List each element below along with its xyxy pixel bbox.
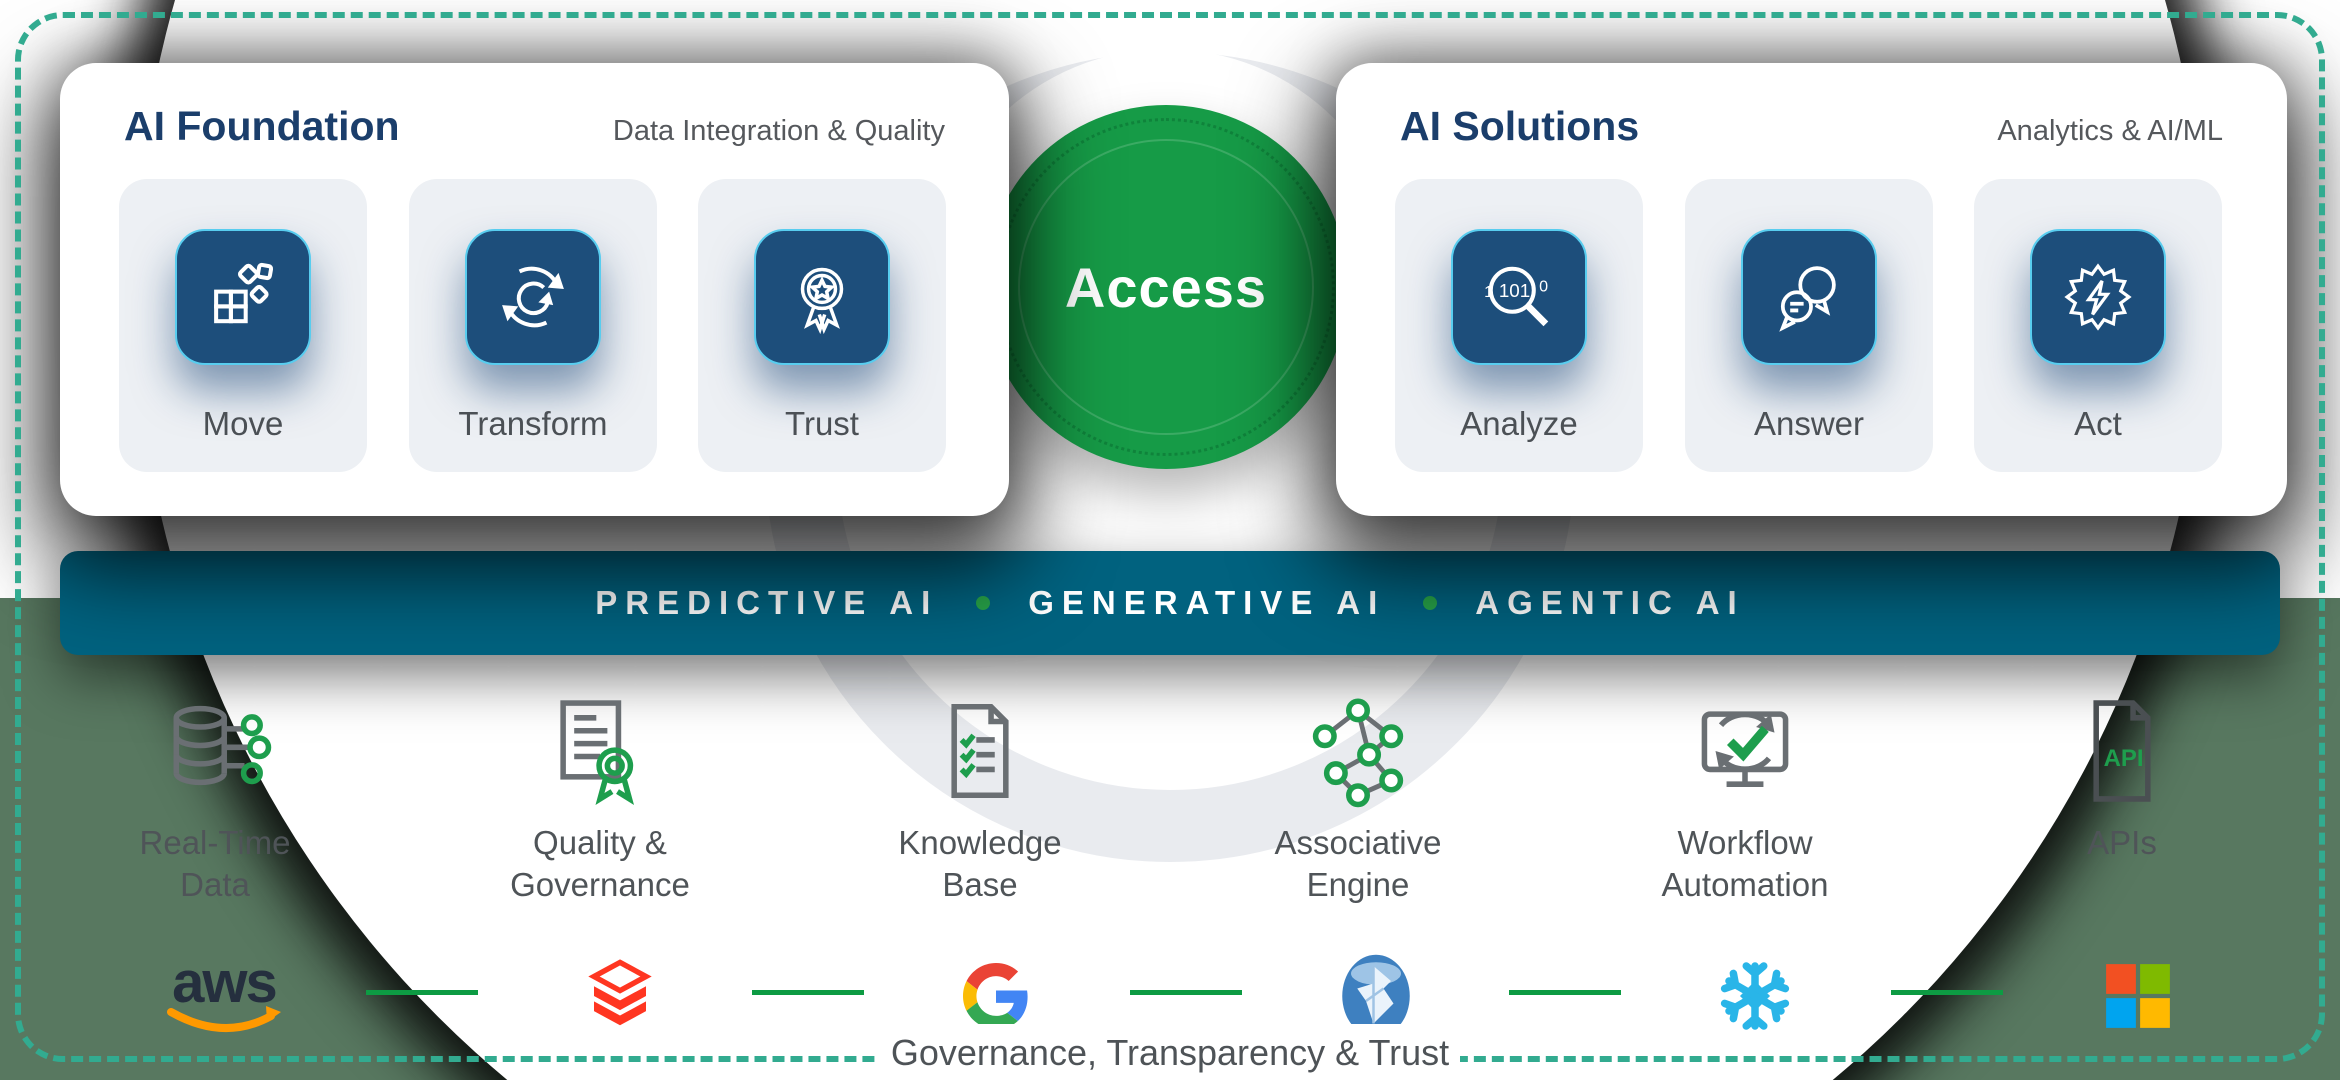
tile-label: Transform	[458, 405, 608, 442]
digit-right: 0	[1539, 278, 1548, 296]
tile-transform: Transform	[409, 179, 657, 472]
capability-quality-governance: Quality & Governance	[430, 692, 770, 905]
capability-label: Real-Time Data	[45, 822, 385, 905]
connector-line	[1509, 990, 1621, 995]
label-line1: Associative	[1274, 824, 1442, 861]
aws-logo: aws	[124, 948, 324, 1044]
microsoft-logo	[2038, 948, 2238, 1044]
connector-line	[1891, 990, 2003, 995]
label-line2: Governance	[510, 865, 690, 903]
digits-101: 101	[1499, 280, 1530, 301]
band-item-predictive: PREDICTIVE AI	[595, 584, 939, 621]
label-line2: Engine	[1306, 865, 1410, 903]
quality-certificate-icon	[560, 700, 635, 805]
associative-graph-icon	[1312, 698, 1404, 808]
capability-label: Associative Engine	[1188, 822, 1528, 905]
card-subtitle: Data Integration & Quality	[612, 115, 945, 147]
capability-label: Quality & Governance	[430, 822, 770, 905]
band-item-generative: GENERATIVE AI	[1028, 584, 1386, 621]
analyze-magnifier-icon: 1 101 0	[1451, 229, 1587, 365]
label-line1: Workflow	[1677, 824, 1813, 861]
databricks-logo	[520, 948, 720, 1044]
card-title: AI Solutions	[1400, 103, 1640, 149]
band-item-agentic: AGENTIC AI	[1475, 584, 1745, 621]
google-logo	[896, 948, 1096, 1044]
card-header: AI Solutions Analytics & AI/ML	[1336, 63, 2287, 150]
label-line2: Data	[180, 865, 250, 903]
footer-text-backing	[880, 1024, 1460, 1080]
aws-text: aws	[172, 950, 276, 1015]
knowledge-checklist-icon	[951, 703, 1009, 799]
footer-label: Governance, Transparency & Trust	[890, 1032, 1450, 1073]
tile-answer: Answer	[1685, 179, 1933, 472]
capability-label: APIs	[1952, 822, 2292, 864]
realtime-database-icon	[173, 705, 272, 786]
move-blocks-icon	[175, 229, 311, 365]
tile-trust: Trust	[698, 179, 946, 472]
capability-label: Workflow Automation	[1575, 822, 1915, 905]
label-line2: Base	[942, 865, 1018, 903]
transform-cycle-icon	[465, 229, 601, 365]
connector-line	[366, 990, 478, 995]
connector-line	[752, 990, 864, 995]
label-line2: Automation	[1661, 865, 1829, 903]
api-text: API	[2104, 745, 2144, 772]
label-line1: Knowledge	[898, 824, 1062, 861]
separator-dot-icon	[1423, 596, 1438, 610]
access-label: Access	[1064, 255, 1268, 319]
tile-label: Act	[2074, 405, 2122, 442]
act-burst-icon	[2030, 229, 2166, 365]
tile-act: Act	[1974, 179, 2222, 472]
capability-label: Knowledge Base	[810, 822, 1150, 905]
ai-modes-band: PREDICTIVE AI GENERATIVE AI AGENTIC AI	[60, 551, 2280, 655]
capability-realtime-data: Real-Time Data	[45, 692, 385, 905]
label-line1: Real-Time	[139, 824, 291, 861]
capability-knowledge-base: Knowledge Base	[810, 692, 1150, 905]
card-title: AI Foundation	[124, 103, 400, 149]
tile-label: Move	[202, 405, 284, 442]
card-header: AI Foundation Data Integration & Quality	[60, 63, 1009, 150]
answer-chat-icon	[1741, 229, 1877, 365]
ai-foundation-card: AI Foundation Data Integration & Quality…	[60, 63, 1009, 516]
label-line1: APIs	[2087, 824, 2157, 861]
digit-left: 1	[1484, 283, 1493, 301]
ai-solutions-card: AI Solutions Analytics & AI/ML 1 101 0 A…	[1336, 63, 2287, 516]
capability-apis: API APIs	[1952, 692, 2292, 864]
tile-analyze: 1 101 0 Analyze	[1395, 179, 1643, 472]
workflow-monitor-icon	[1701, 711, 1789, 787]
apache-iceberg-logo	[1276, 948, 1476, 1044]
trust-medal-icon	[754, 229, 890, 365]
api-file-icon: API	[2093, 700, 2151, 802]
tile-label: Answer	[1753, 405, 1865, 442]
tile-move: Move	[119, 179, 367, 472]
snowflake-logo	[1655, 948, 1855, 1044]
label-line1: Quality &	[533, 824, 667, 861]
capability-workflow-automation: Workflow Automation	[1575, 692, 1915, 905]
tile-label: Trust	[785, 405, 859, 442]
card-subtitle: Analytics & AI/ML	[1997, 115, 2223, 147]
tile-label: Analyze	[1460, 405, 1578, 442]
separator-dot-icon	[976, 596, 991, 610]
capability-associative-engine: Associative Engine	[1188, 692, 1528, 905]
connector-line	[1130, 990, 1242, 995]
access-circle: Access	[984, 105, 1348, 469]
